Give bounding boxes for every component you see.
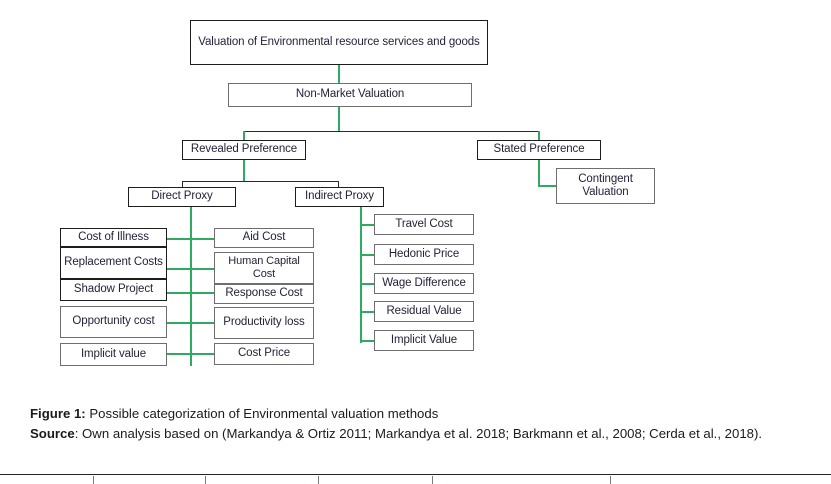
caption-source-text: : Own analysis based on (Markandya & Ort… (74, 425, 763, 441)
connector-indirect-4 (360, 311, 382, 313)
table-edge-divider (318, 476, 319, 484)
node-implicit-value-right: Implicit Value (374, 330, 474, 351)
flow-diagram: Valuation of Environmental resource serv… (60, 20, 655, 366)
caption-figure-line: Figure 1: Possible categorization of Env… (30, 404, 817, 424)
node-revealed-preference: Revealed Preference (182, 140, 306, 160)
connector-direct-right-4 (190, 322, 214, 324)
node-residual-value: Residual Value (374, 301, 474, 322)
connector-nonmarket-stem (338, 107, 340, 131)
node-human-capital-cost: Human Capital Cost (214, 252, 314, 284)
connector-direct-trunk (190, 207, 192, 366)
connector-bar-to-stated (538, 131, 540, 141)
node-indirect-proxy: Indirect Proxy (295, 187, 384, 207)
connector-level1-bar (243, 131, 539, 133)
node-travel-cost: Travel Cost (374, 214, 474, 235)
node-hedonic-price: Hedonic Price (374, 244, 474, 265)
connector-indirect-trunk (360, 207, 362, 343)
connector-stated-down (538, 160, 540, 186)
connector-level2-bar (182, 181, 339, 183)
node-stated-preference: Stated Preference (477, 140, 601, 160)
node-replacement-costs: Replacement Costs (60, 247, 167, 279)
figure-caption: Figure 1: Possible categorization of Env… (0, 404, 831, 443)
caption-source-line: Source: Own analysis based on (Markandya… (8, 424, 817, 444)
connector-direct-right-3 (190, 292, 214, 294)
connector-revealed-stem (243, 160, 245, 181)
connector-direct-right-5 (190, 353, 214, 355)
connector-direct-left-2 (167, 268, 191, 270)
node-response-cost: Response Cost (214, 284, 314, 304)
connector-direct-left-3 (167, 292, 191, 294)
connector-direct-left-1 (167, 238, 191, 240)
node-cost-price: Cost Price (214, 343, 314, 365)
connector-stated-to-contingent (538, 185, 557, 187)
connector-direct-left-4 (167, 322, 191, 324)
table-edge-divider (432, 476, 433, 484)
node-non-market-valuation: Non-Market Valuation (228, 83, 472, 107)
connector-direct-left-5 (167, 353, 191, 355)
connector-root-to-nonmarket (338, 65, 340, 83)
cut-off-table-edge (0, 474, 831, 484)
node-wage-difference: Wage Difference (374, 273, 474, 294)
connector-indirect-3 (360, 283, 382, 285)
node-shadow-project: Shadow Project (60, 279, 167, 301)
connector-bar-to-revealed (243, 131, 245, 141)
table-edge-divider (93, 476, 94, 484)
connector-direct-right-1 (190, 238, 214, 240)
node-contingent-valuation: Contingent Valuation (556, 168, 655, 204)
node-opportunity-cost: Opportunity cost (60, 306, 167, 338)
table-edge-divider (205, 476, 206, 484)
caption-figure-label: Figure 1: (30, 406, 86, 421)
connector-indirect-2 (360, 254, 382, 256)
table-edge-divider (610, 476, 611, 484)
node-direct-proxy: Direct Proxy (128, 187, 236, 207)
node-cost-of-illness: Cost of Illness (60, 228, 167, 247)
node-aid-cost: Aid Cost (214, 228, 314, 248)
node-root: Valuation of Environmental resource serv… (190, 20, 488, 65)
caption-figure-text: Possible categorization of Environmental… (85, 406, 439, 421)
connector-bar-to-direct (182, 181, 184, 190)
connector-direct-right-2 (190, 268, 214, 270)
caption-source-label: Source (30, 425, 75, 441)
connector-indirect-1 (360, 224, 382, 226)
node-productivity-loss: Productivity loss (214, 307, 314, 339)
connector-indirect-5 (360, 340, 382, 342)
node-implicit-value-left: Implicit value (60, 343, 167, 366)
connector-bar-to-indirect (338, 181, 340, 190)
